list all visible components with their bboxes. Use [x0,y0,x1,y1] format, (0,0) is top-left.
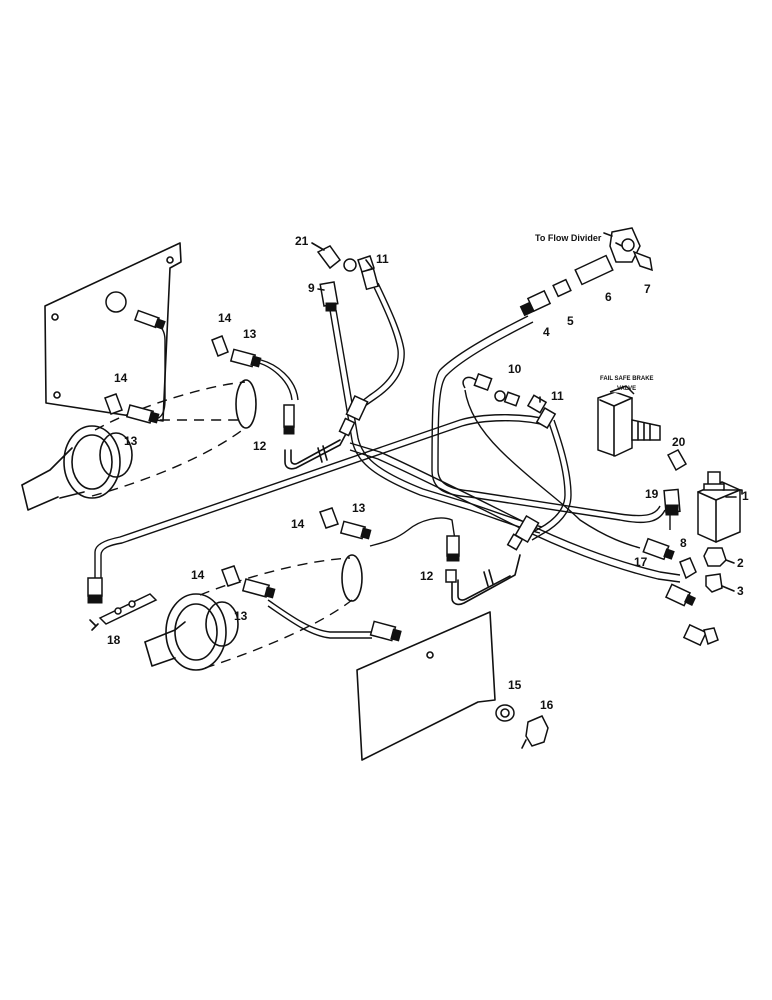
callout-9: 9 [308,281,315,295]
fail-safe-brake-valve [597,385,661,457]
callout-13-b: 13 [124,434,138,448]
callout-16: 16 [540,698,554,712]
fitting-group-right [642,449,743,647]
callout-14-a: 14 [218,311,232,325]
callout-14-b: 14 [114,371,128,385]
callout-4: 4 [543,325,550,339]
callout-numbers: 1 2 3 4 5 6 7 8 9 10 11 11 12 12 13 13 1… [107,234,749,712]
callout-3: 3 [737,584,744,598]
callout-12-lower: 12 [420,569,434,583]
callout-14-d: 14 [191,568,205,582]
callout-11-upper: 11 [376,252,389,266]
callout-18: 18 [107,633,121,647]
callout-5: 5 [567,314,574,328]
callout-14-c: 14 [291,517,305,531]
hydraulic-hoses [94,282,681,639]
callout-17: 17 [634,555,648,569]
callout-19: 19 [645,487,659,501]
callout-1: 1 [742,489,749,503]
callout-10: 10 [508,362,522,376]
callout-21: 21 [295,234,309,248]
lower-wheel-motor [144,554,363,671]
callout-12-upper: 12 [253,439,267,453]
callout-7: 7 [644,282,651,296]
upper-mounting-plate [44,242,182,422]
callout-15: 15 [508,678,522,692]
fitting-group-middle [462,373,557,551]
fitting-group-upper-left [104,291,295,435]
callout-11-middle: 11 [551,389,564,403]
fitting-group-lower-left [87,507,549,749]
callout-13-a: 13 [243,327,257,341]
callout-13-c: 13 [352,501,366,515]
upper-wheel-motor [21,379,257,511]
lower-mounting-plate [356,611,496,761]
callout-6: 6 [605,290,612,304]
callout-13-d: 13 [234,609,248,623]
rigid-pipes [284,429,521,606]
fail-safe-brake-valve-label-1: FAIL SAFE BRAKE [600,376,654,382]
callout-2: 2 [737,556,744,570]
fitting-group-top-right [519,227,653,317]
fail-safe-brake-valve-label-2: VALVE [617,386,636,392]
callout-20: 20 [672,435,686,449]
fitting-group-top-center [316,245,380,437]
leader-lines [311,242,737,592]
callout-8: 8 [680,536,687,550]
to-flow-divider-label: To Flow Divider [535,233,602,243]
